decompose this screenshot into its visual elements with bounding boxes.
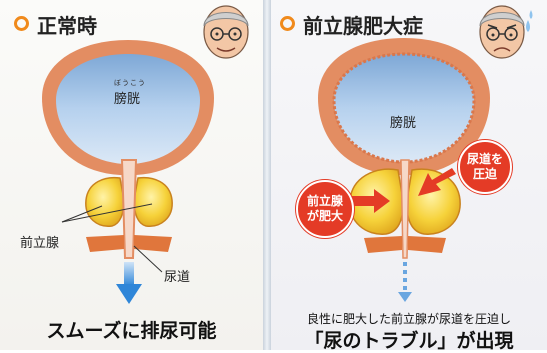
normal-caption: スムーズに排尿可能 <box>46 320 217 342</box>
panel-divider <box>263 0 271 350</box>
bph-caption-line1: 良性に肥大した前立腺が尿道を圧迫し <box>306 312 511 326</box>
pressure-arrow-icon <box>348 168 456 213</box>
normal-title-text: 正常時 <box>37 14 97 38</box>
weak-flow-icon <box>398 262 412 302</box>
normal-leader-lines <box>61 203 163 273</box>
flow-arrow-icon <box>116 262 142 304</box>
bladder-ruby: ぼうこう <box>114 79 146 87</box>
bph-bladder-label: 膀胱 <box>390 116 417 131</box>
normal-bladder <box>42 40 214 175</box>
prostate-enlarged-bubble: 前立腺 が肥大 <box>296 180 354 238</box>
bph-title: 前立腺肥大症 <box>280 10 423 39</box>
urethra-compression-bubble: 尿道を 圧迫 <box>458 140 512 194</box>
elderly-man-normal-icon <box>203 5 249 59</box>
bph-pelvic-muscle <box>364 236 446 253</box>
normal-bladder-label: 膀胱 <box>114 92 141 107</box>
elderly-man-worried-icon <box>479 5 533 59</box>
urethra-label: 尿道 <box>164 270 191 285</box>
normal-title: 正常時 <box>14 10 97 39</box>
title-bullet-icon <box>280 16 295 31</box>
prostate-label: 前立腺 <box>20 236 60 251</box>
title-bullet-icon <box>14 16 29 31</box>
bph-bladder <box>318 38 490 175</box>
normal-prostate <box>85 176 173 227</box>
bph-caption-line2: 「尿のトラブル」が出現 <box>304 330 514 352</box>
bph-title-text: 前立腺肥大症 <box>303 14 423 38</box>
normal-pelvic-muscle <box>86 235 172 252</box>
bph-urethra <box>400 159 410 259</box>
